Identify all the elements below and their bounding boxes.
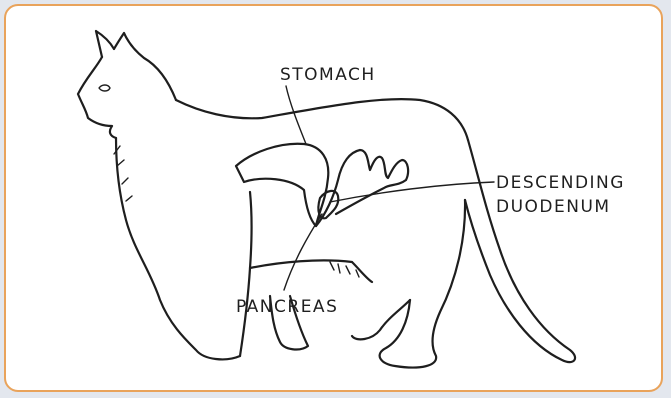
stomach-outline bbox=[236, 144, 328, 226]
duodenum-leader-line bbox=[330, 182, 494, 202]
stomach-leader-line bbox=[286, 86, 306, 144]
descending-duodenum-label-line2: DUODENUM bbox=[496, 197, 611, 217]
cat-eye bbox=[99, 85, 110, 91]
cat-back-outline bbox=[176, 99, 468, 140]
cat-belly-outline bbox=[250, 260, 372, 282]
cat-front-leg-outline bbox=[240, 192, 252, 356]
descending-duodenum-label-line1: DESCENDING bbox=[496, 173, 625, 193]
cat-face-outline bbox=[78, 57, 116, 138]
cat-hind-leg-rear bbox=[380, 200, 465, 368]
stomach-label: STOMACH bbox=[280, 65, 376, 85]
pancreas-label: PANCREAS bbox=[236, 297, 338, 317]
cat-chest-outline bbox=[116, 138, 240, 359]
